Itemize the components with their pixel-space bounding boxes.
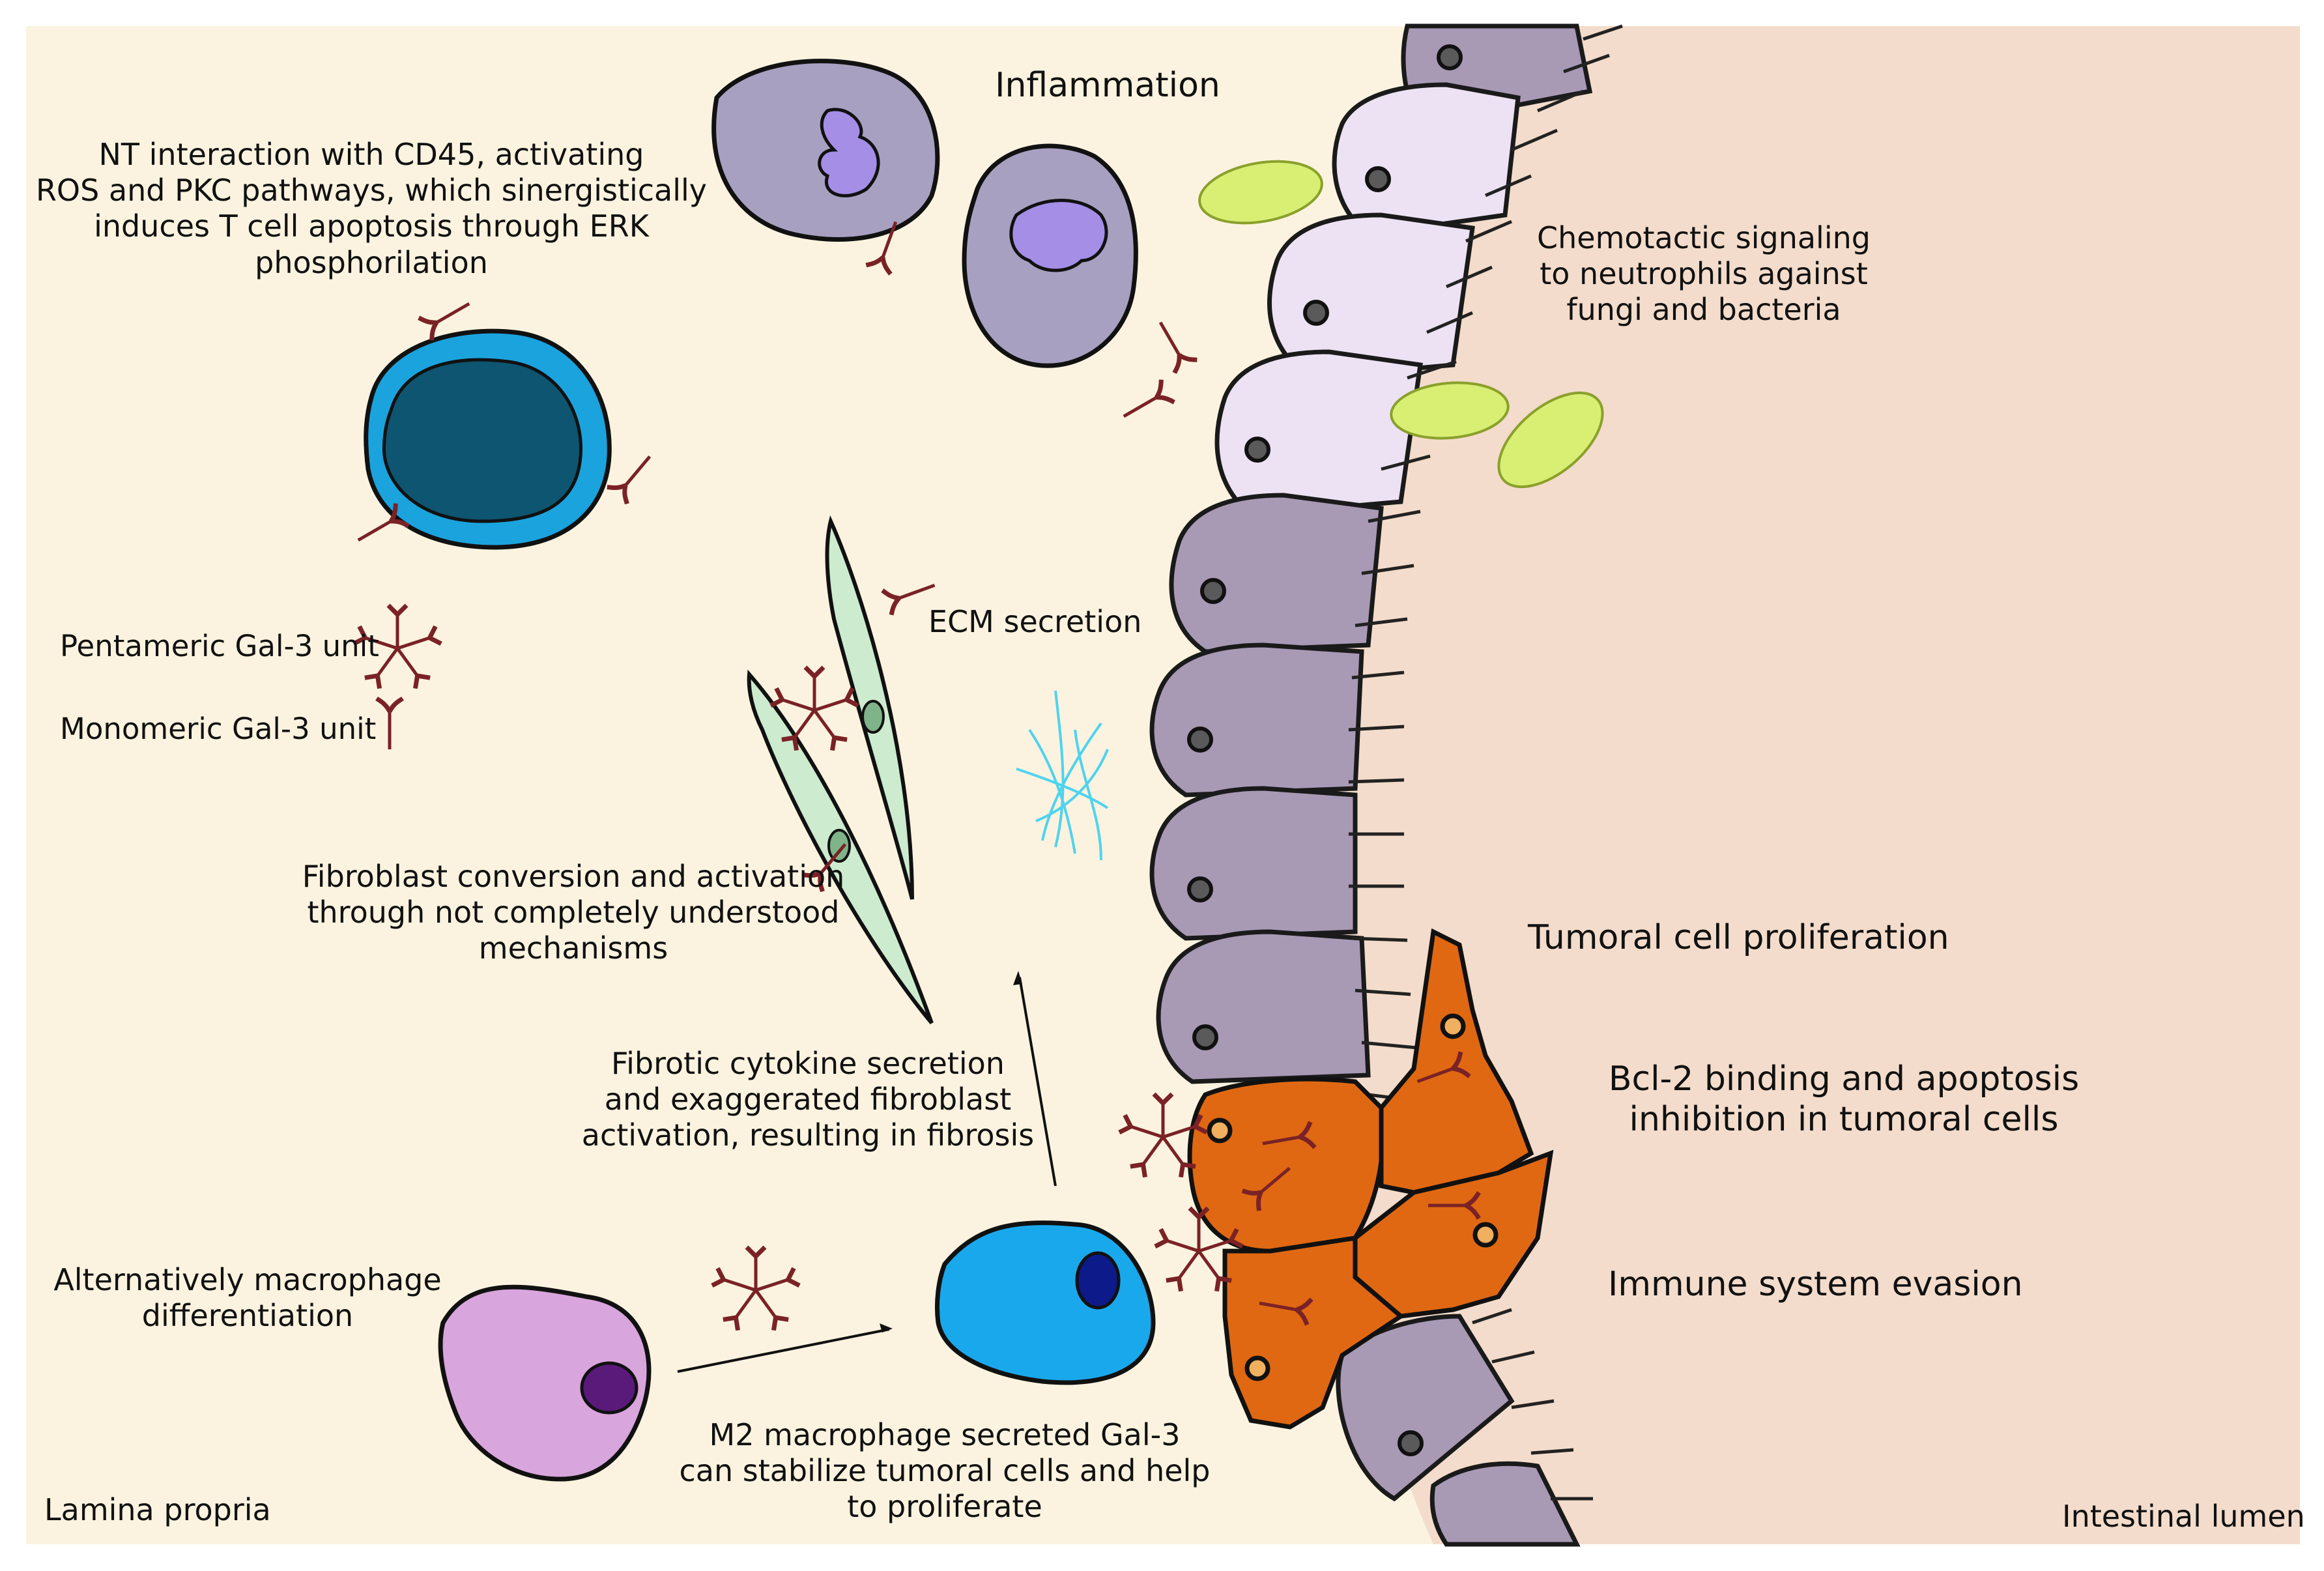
label-bcl2-line2: inhibition in tumoral cells — [1629, 1100, 2059, 1140]
label-intestinal-lumen: Intestinal lumen — [2062, 1499, 2305, 1534]
legend-monomeric-label: Monomeric Gal-3 unit — [60, 712, 377, 746]
macrophage-m2 — [935, 1220, 1156, 1385]
label-fibroblast-line2: through not completely understood — [307, 895, 840, 930]
label-lamina-propria: Lamina propria — [44, 1492, 271, 1527]
neutrophil-1 — [711, 59, 940, 242]
label-fibrotic-cytokine: Fibrotic cytokine secretion and exaggera… — [573, 1046, 1042, 1154]
label-macrophage-diff-line1: Alternatively macrophage — [53, 1262, 442, 1297]
epithelial-nuclei — [1187, 44, 1463, 1456]
label-macrophage-diff-line2: differentiation — [141, 1298, 354, 1334]
label-macrophage-differentiation: Alternatively macrophage differentiation — [46, 1262, 450, 1334]
label-m2-line1: M2 macrophage secreted Gal-3 — [709, 1417, 1181, 1452]
label-m2-line3: to proliferate — [847, 1489, 1042, 1525]
ecm-fibers — [1016, 690, 1109, 861]
label-fibrotic-line2: and exaggerated fibroblast — [604, 1082, 1012, 1117]
label-m2-macrophage: M2 macrophage secreted Gal-3 can stabili… — [665, 1417, 1225, 1525]
label-fibrotic-line1: Fibrotic cytokine secretion — [611, 1046, 1005, 1081]
arrow-m1-to-m2 — [677, 1323, 893, 1373]
tumor-cluster — [1187, 928, 1554, 1430]
label-fibroblast-line3: mechanisms — [478, 930, 668, 966]
fibroblast-1 — [825, 515, 914, 900]
label-bcl2: Bcl-2 binding and apoptosis inhibition i… — [1551, 1059, 2137, 1140]
neutrophil-2 — [962, 143, 1138, 368]
label-chemotactic-line2: to neutrophils against — [1540, 256, 1868, 292]
label-bcl2-line1: Bcl-2 binding and apoptosis — [1608, 1059, 2080, 1099]
label-tumoral-proliferation: Tumoral cell proliferation — [1528, 918, 1949, 957]
label-nt-interaction-line1: NT interaction with CD45, activating — [98, 137, 644, 172]
label-ecm-secretion: ECM secretion — [928, 604, 1142, 639]
label-m2-line2: can stabilize tumoral cells and help — [679, 1453, 1211, 1489]
microbe-cluster — [1198, 160, 1604, 489]
label-nt-interaction: NT interaction with CD45, activating ROS… — [26, 137, 717, 281]
label-chemotactic-line1: Chemotactic signaling — [1537, 220, 1871, 255]
label-inflammation: Inflammation — [995, 66, 1220, 105]
label-nt-interaction-line2: ROS and PKC pathways, which sinergistica… — [35, 173, 708, 209]
arrow-m2-to-fibroblast — [1013, 971, 1057, 1187]
label-fibroblast-conversion: Fibroblast conversion and activation thr… — [261, 859, 886, 967]
t-cell — [364, 328, 612, 550]
label-nt-interaction-line4: phosphorilation — [255, 244, 488, 280]
label-nt-interaction-line3: induces T cell apoptosis through ERK — [94, 209, 649, 244]
label-chemotactic: Chemotactic signaling to neutrophils aga… — [1499, 220, 1909, 328]
legend-pentameric-label: Pentameric Gal-3 unit — [60, 629, 379, 663]
macrophage-m1 — [438, 1284, 652, 1482]
label-fibroblast-line1: Fibroblast conversion and activation — [302, 859, 845, 894]
label-fibrotic-line3: activation, resulting in fibrosis — [581, 1117, 1035, 1153]
label-chemotactic-line3: fungi and bacteria — [1566, 292, 1841, 328]
label-immune-evasion: Immune system evasion — [1608, 1265, 2023, 1304]
